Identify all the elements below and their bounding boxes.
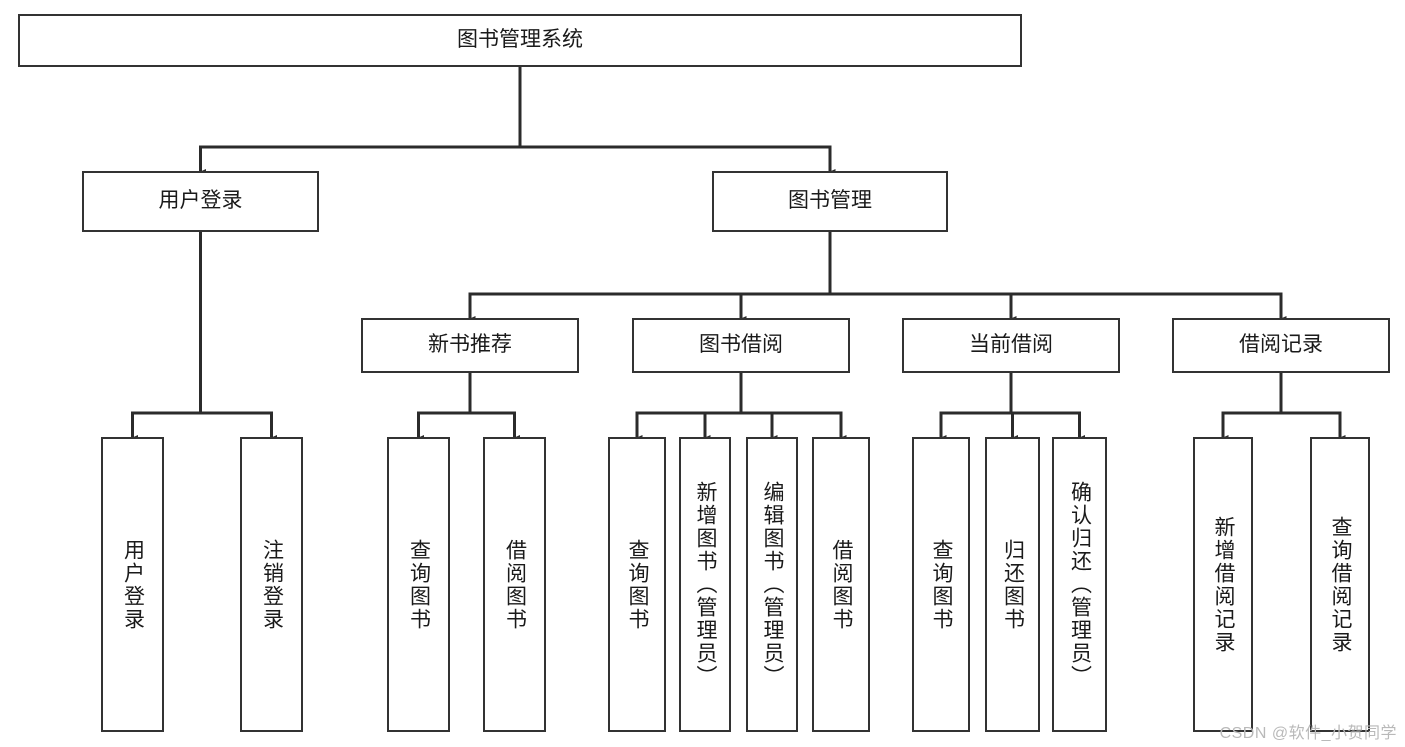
node-leaf-add-record: 新增借阅记录 [1193, 437, 1253, 732]
node-label: 编辑图书（管理员） [761, 481, 785, 688]
node-label: 借阅记录 [1239, 333, 1323, 357]
node-label: 当前借阅 [969, 333, 1053, 357]
node-leaf-query-book-2: 查询图书 [608, 437, 666, 732]
node-label: 图书管理系统 [457, 28, 583, 52]
node-root: 图书管理系统 [18, 14, 1022, 67]
node-current-borrow: 当前借阅 [902, 318, 1120, 373]
node-label: 查询图书 [407, 538, 431, 631]
node-leaf-query-book-3: 查询图书 [912, 437, 970, 732]
watermark-label: CSDN @软件_小贺同学 [1219, 725, 1397, 742]
node-leaf-borrow-book-1: 借阅图书 [483, 437, 546, 732]
node-leaf-borrow-book-2: 借阅图书 [812, 437, 870, 732]
node-leaf-add-book: 新增图书（管理员） [679, 437, 731, 732]
node-label: 图书借阅 [699, 333, 783, 357]
node-label: 新书推荐 [428, 333, 512, 357]
node-leaf-query-book-1: 查询图书 [387, 437, 450, 732]
node-new-book-rec: 新书推荐 [361, 318, 579, 373]
node-leaf-confirm-return: 确认归还（管理员） [1052, 437, 1107, 732]
node-user-login: 用户登录 [82, 171, 319, 232]
node-label: 图书管理 [788, 189, 872, 213]
node-leaf-user-login: 用户登录 [101, 437, 164, 732]
node-label: 借阅图书 [503, 538, 527, 631]
node-leaf-edit-book: 编辑图书（管理员） [746, 437, 798, 732]
node-label: 用户登录 [121, 538, 145, 631]
node-label: 确认归还（管理员） [1068, 481, 1092, 688]
node-label: 借阅图书 [830, 538, 854, 631]
node-label: 注销登录 [260, 538, 284, 631]
node-book-borrow: 图书借阅 [632, 318, 850, 373]
node-book-manage: 图书管理 [712, 171, 948, 232]
node-label: 新增图书（管理员） [694, 481, 718, 688]
node-borrow-record: 借阅记录 [1172, 318, 1390, 373]
node-label: 查询借阅记录 [1329, 515, 1353, 654]
node-leaf-query-record: 查询借阅记录 [1310, 437, 1370, 732]
node-leaf-return-book: 归还图书 [985, 437, 1040, 732]
node-label: 查询图书 [626, 538, 650, 631]
node-label: 新增借阅记录 [1212, 515, 1236, 654]
node-label: 归还图书 [1001, 538, 1025, 631]
node-leaf-logout: 注销登录 [240, 437, 303, 732]
node-label: 用户登录 [158, 189, 243, 213]
node-label: 查询图书 [930, 538, 954, 631]
